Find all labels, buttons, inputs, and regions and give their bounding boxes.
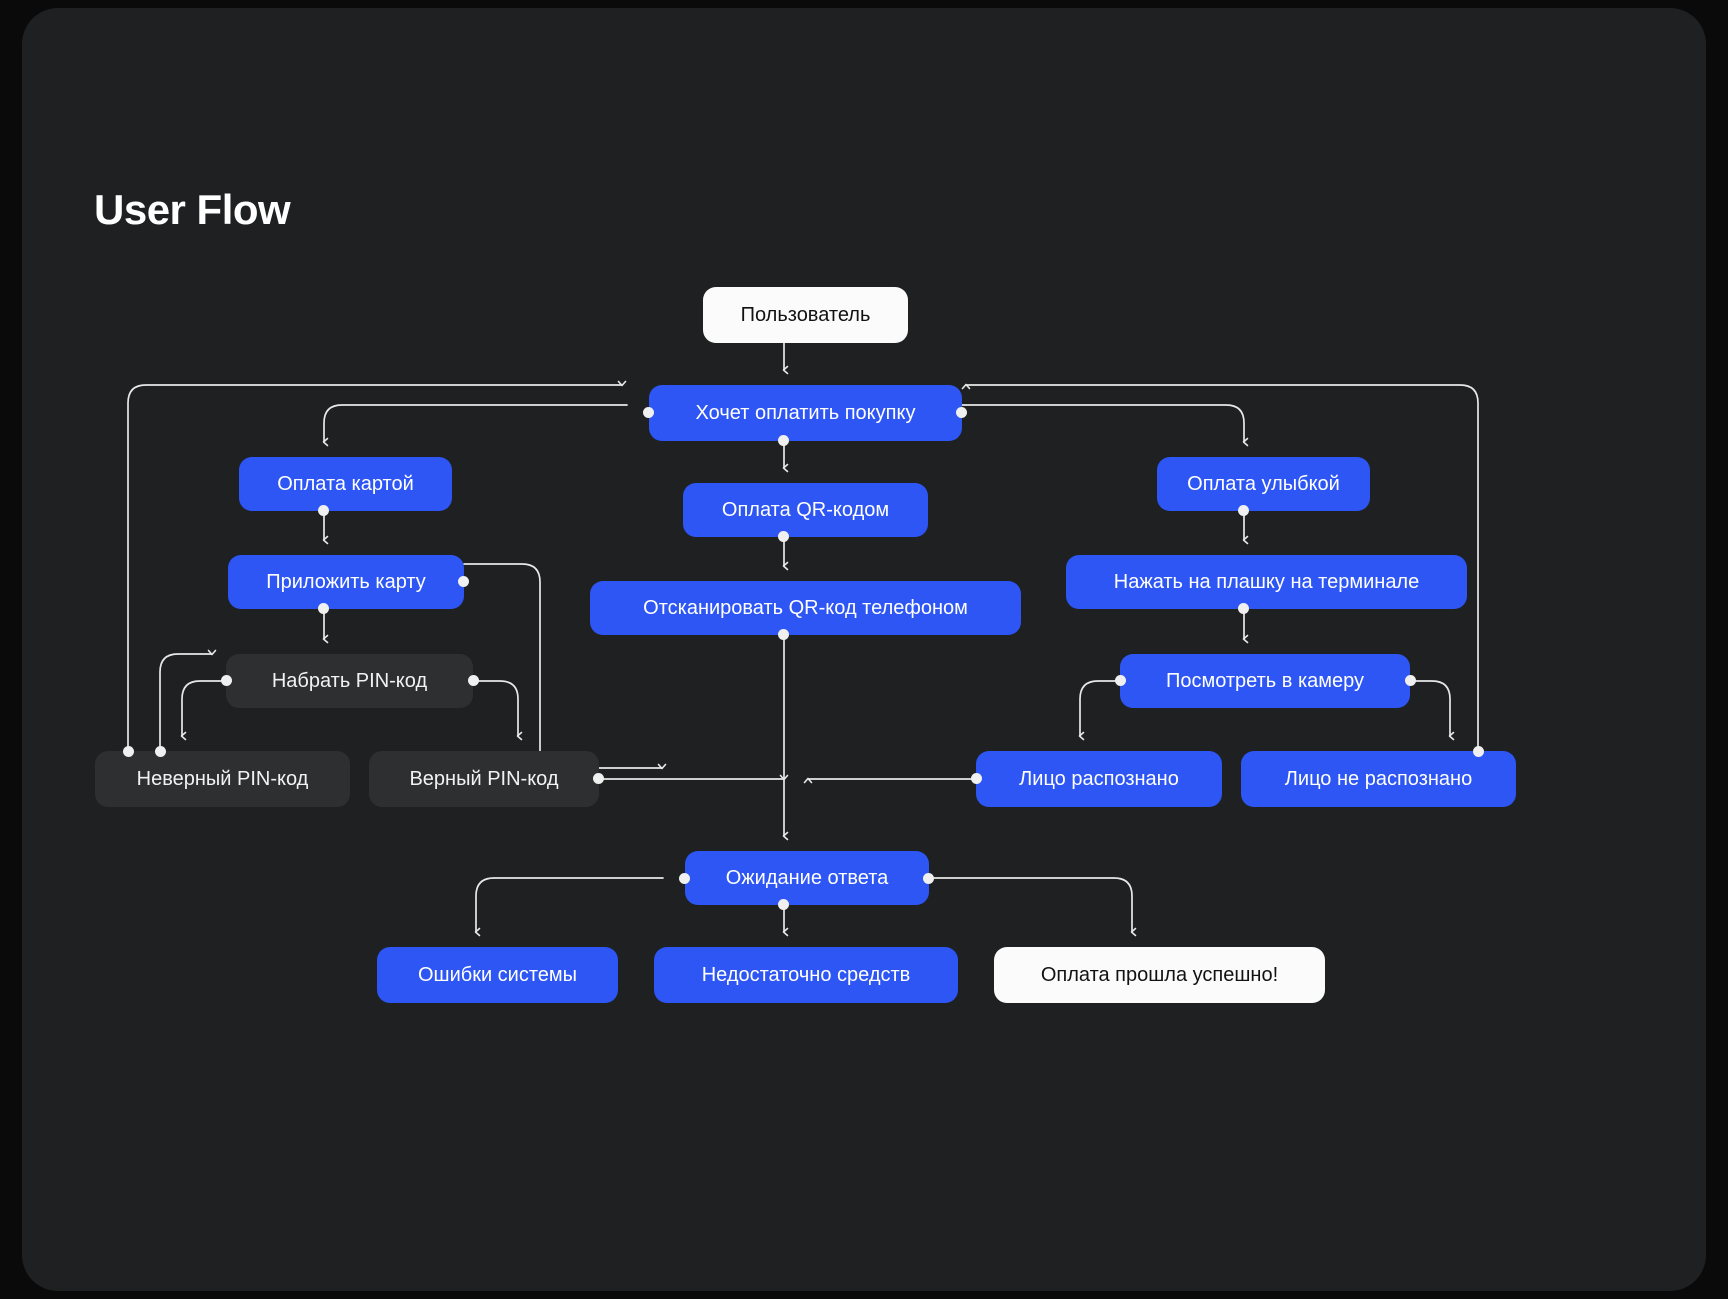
node-label: Пользователь [740,304,871,326]
node-label: Оплата QR-кодом [721,499,890,521]
connector-dot [778,435,789,446]
connector-dot [923,873,934,884]
connector-dot [123,746,134,757]
node-label: Оплата улыбкой [1187,473,1340,495]
node-label: Ожидание ответа [725,867,889,889]
page-title: User Flow [94,186,291,233]
connector-dot [956,407,967,418]
node-wrong-pin[interactable]: Неверный PIN-код [95,751,350,807]
connector-dot [1238,505,1249,516]
connector-dot [155,746,166,757]
node-pay-qr[interactable]: Оплата QR-кодом [683,483,928,537]
node-pay-smile[interactable]: Оплата улыбкой [1157,457,1370,511]
node-label: Оплата картой [277,473,414,495]
node-insufficient-funds[interactable]: Недостаточно средств [654,947,958,1003]
node-label: Ошибки системы [417,964,578,986]
connector-dot [318,603,329,614]
edge-enter-pin-to-right-pin [472,680,523,741]
node-label: Оплата прошла успешно! [1040,964,1279,986]
node-label: Лицо не распознано [1284,768,1473,790]
node-label: Набрать PIN-код [271,670,428,692]
node-label: Лицо распознано [1019,768,1179,790]
connector-dot [1473,746,1484,757]
edge-waiting-to-success [906,877,1137,937]
node-label: Верный PIN-код [409,768,559,790]
node-waiting-response[interactable]: Ожидание ответа [685,851,929,905]
edge-look-camera-to-face-ok [1078,680,1121,741]
node-label: Неверный PIN-код [136,768,309,790]
connector-dot [468,675,479,686]
node-right-pin[interactable]: Верный PIN-код [369,751,599,807]
node-payment-success[interactable]: Оплата прошла успешно! [994,947,1325,1003]
connector-dot [318,505,329,516]
node-face-not-recognized[interactable]: Лицо не распознано [1241,751,1516,807]
connector-dot [643,407,654,418]
connector-dot [971,773,982,784]
node-wants-pay[interactable]: Хочет оплатить покупку [649,385,962,441]
connector-dot [778,531,789,542]
node-scan-qr[interactable]: Отсканировать QR-код телефоном [590,581,1021,635]
node-pay-card[interactable]: Оплата картой [239,457,452,511]
connector-dot [593,773,604,784]
node-press-panel[interactable]: Нажать на плашку на терминале [1066,555,1467,609]
node-face-recognized[interactable]: Лицо распознано [976,751,1222,807]
connector-dot [221,675,232,686]
node-user[interactable]: Пользователь [703,287,908,343]
edge-look-camera-to-face-fail [1409,680,1455,741]
node-label: Нажать на плашку на терминале [1113,571,1420,593]
connector-dot [458,576,469,587]
connector-dot [1405,675,1416,686]
diagram-board: User Flow [22,8,1706,1291]
node-enter-pin[interactable]: Набрать PIN-код [226,654,473,708]
edge-wants-pay-to-pay-smile [939,404,1249,447]
node-label: Отсканировать QR-код телефоном [643,597,968,619]
node-look-camera[interactable]: Посмотреть в камеру [1120,654,1410,708]
edge-enter-pin-to-wrong-pin [180,680,227,741]
node-tap-card[interactable]: Приложить карту [228,555,464,609]
edge-wants-pay-to-pay-card [322,404,628,447]
node-label: Недостаточно средств [701,964,911,986]
connector-dot [778,629,789,640]
node-label: Приложить карту [266,571,426,593]
connector-dot [679,873,690,884]
node-system-errors[interactable]: Ошибки системы [377,947,618,1003]
node-label: Хочет оплатить покупку [695,402,916,424]
connector-dot [1238,603,1249,614]
connector-dot [778,899,789,910]
connector-dot [1115,675,1126,686]
edge-wrong-pin-to-enter-pin [159,649,217,752]
edge-waiting-to-sys-errors [474,877,664,937]
node-label: Посмотреть в камеру [1165,670,1365,692]
